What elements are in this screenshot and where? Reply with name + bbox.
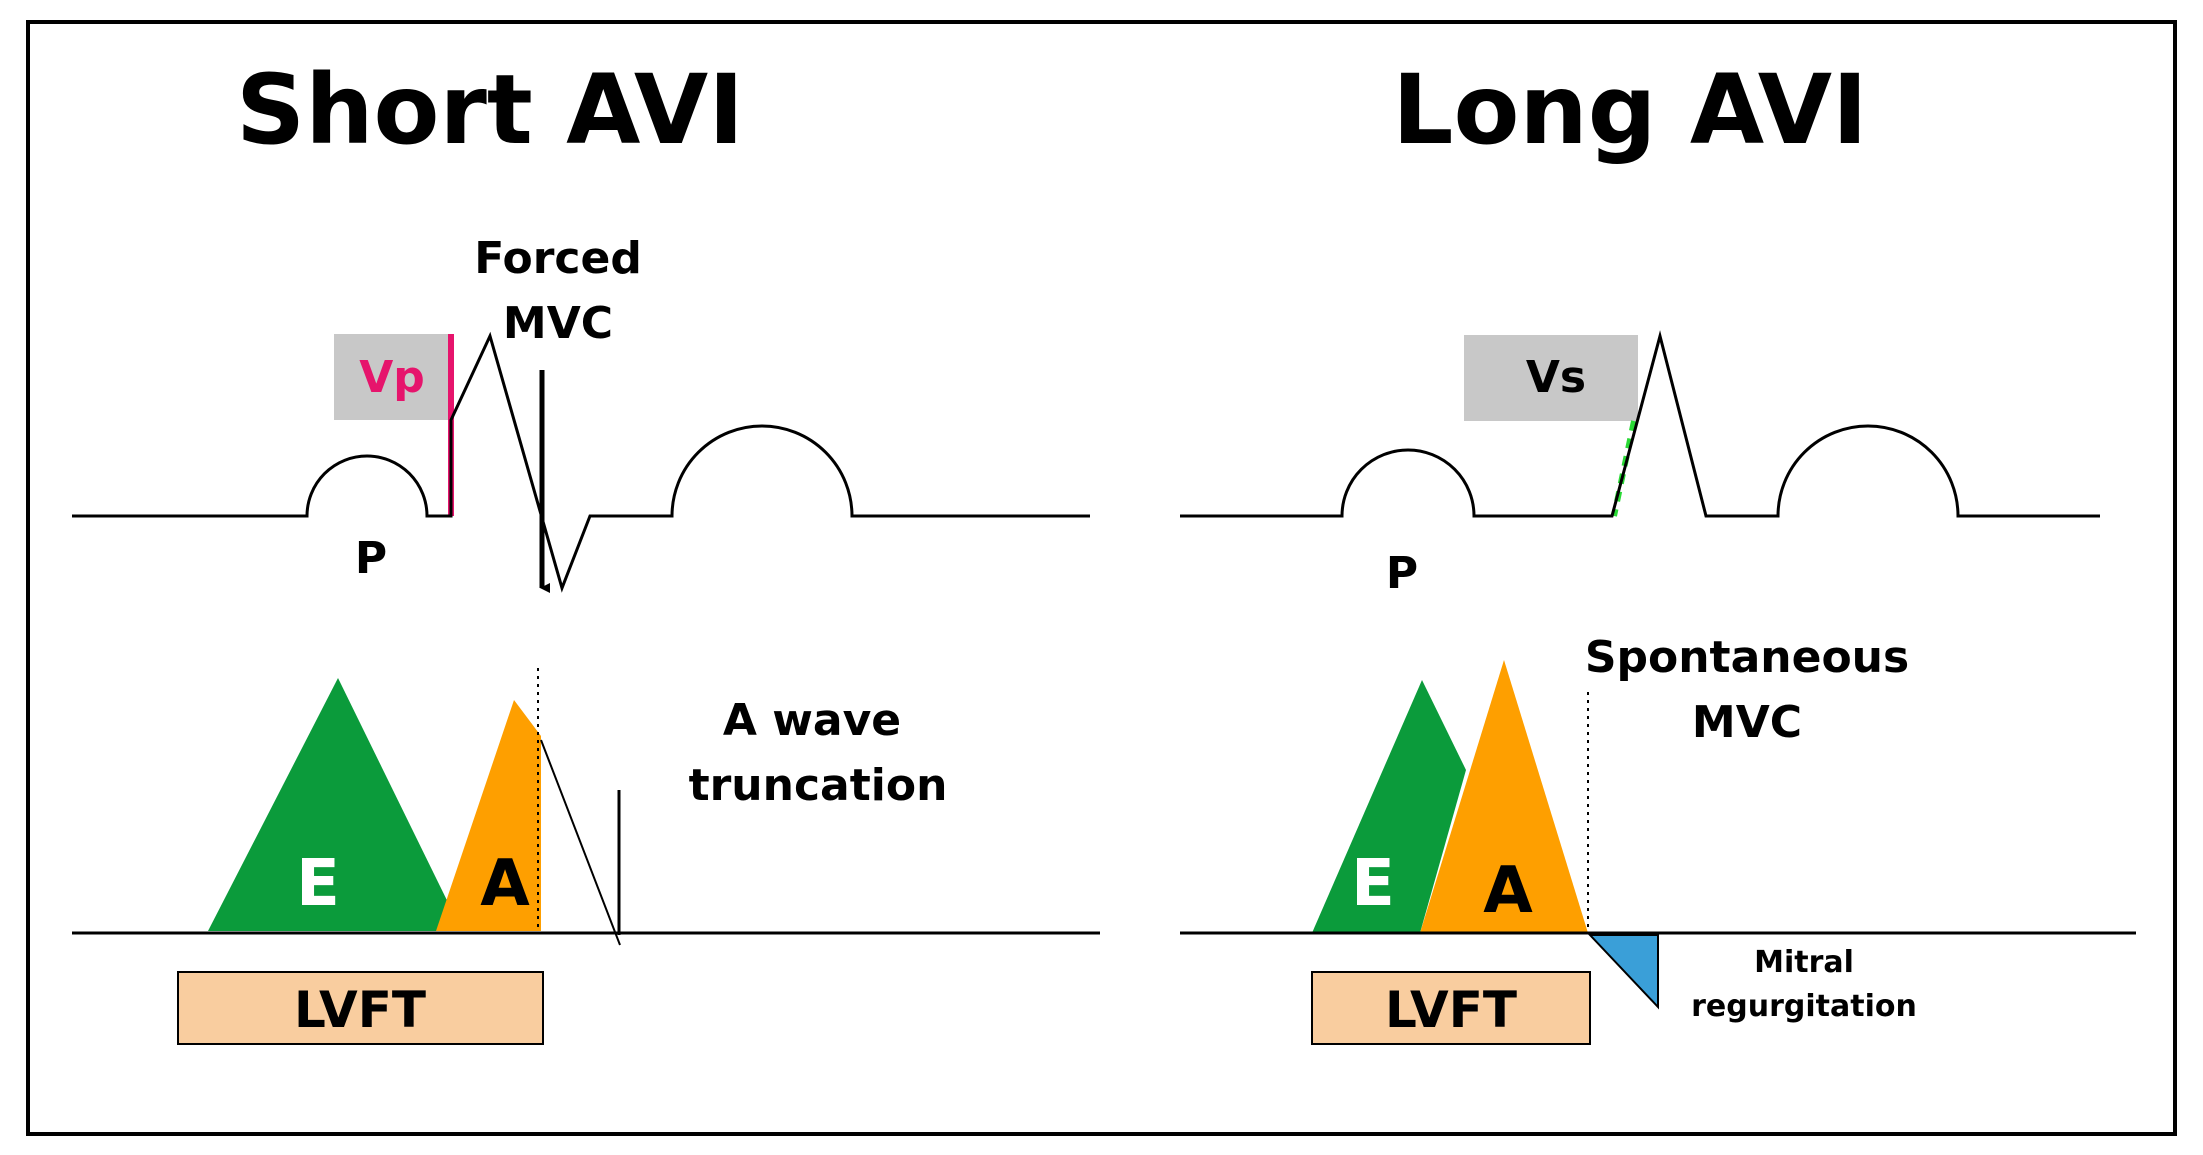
long-avi-e-label: E xyxy=(1351,847,1395,921)
short-avi-panel: Short AVI Vp P Forced MVC E A A wave tru… xyxy=(72,54,1100,1045)
long-avi-a-wave xyxy=(1420,660,1588,933)
vp-marker-label: Vp xyxy=(359,352,425,403)
long-avi-panel: Long AVI Vs P Spontaneous MVC E A Mitral… xyxy=(1180,54,2136,1045)
figure-frame xyxy=(26,20,2177,1136)
short-avi-a-continuation xyxy=(540,739,621,946)
short-avi-a-wave xyxy=(436,700,541,931)
mitral-regurgitation-label-line1: Mitral xyxy=(1754,945,1854,980)
spontaneous-mvc-label-line1: Spontaneous xyxy=(1585,632,1909,683)
vp-marker-box xyxy=(334,334,452,420)
short-avi-title: Short AVI xyxy=(236,54,744,166)
short-avi-lvft-box xyxy=(177,971,544,1045)
a-wave-truncation-label-line2: truncation xyxy=(689,760,948,811)
short-avi-lvft-label: LVFT xyxy=(294,981,426,1039)
short-avi-ecg-trace xyxy=(72,331,1090,593)
short-avi-e-label: E xyxy=(296,847,340,921)
short-avi-p-label: P xyxy=(355,533,387,584)
long-avi-lvft-box xyxy=(1311,971,1591,1045)
long-avi-a-label: A xyxy=(1483,854,1533,928)
a-wave-truncation-label-line1: A wave xyxy=(723,695,901,746)
short-avi-e-wave xyxy=(208,678,462,931)
forced-mvc-label-line2: MVC xyxy=(503,298,613,349)
long-avi-lvft-label: LVFT xyxy=(1385,981,1517,1039)
short-avi-a-label: A xyxy=(480,847,530,921)
spontaneous-mvc-label-line2: MVC xyxy=(1692,697,1802,748)
long-avi-p-label: P xyxy=(1386,548,1418,599)
mitral-regurgitation-label-line2: regurgitation xyxy=(1691,989,1917,1024)
long-avi-e-wave xyxy=(1312,680,1466,933)
vs-marker-box xyxy=(1464,335,1638,421)
long-avi-ecg-trace xyxy=(1180,330,2100,518)
long-avi-title: Long AVI xyxy=(1392,54,1867,166)
mitral-regurgitation-wave xyxy=(1587,934,1659,1010)
forced-mvc-label-line1: Forced xyxy=(474,233,642,284)
vs-marker-label: Vs xyxy=(1526,352,1586,403)
